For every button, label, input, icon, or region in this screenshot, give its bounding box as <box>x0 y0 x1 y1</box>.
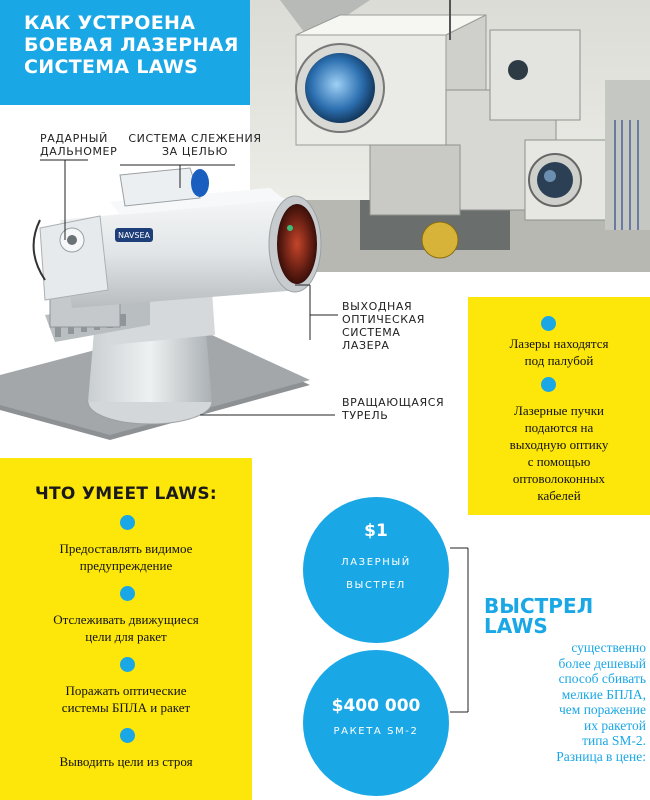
missile-price: $400 000 <box>331 696 421 716</box>
bullet-dot <box>120 515 135 530</box>
bullet-dot <box>120 657 135 672</box>
laws-device-illustration: NAVSEA <box>0 120 340 450</box>
page-title: КАК УСТРОЕНА БОЕВАЯ ЛАЗЕРНАЯ СИСТЕМА LAW… <box>24 12 239 78</box>
laser-shot-cost-circle: $1 ЛАЗЕРНЫЙ ВЫСТРЕЛ <box>303 497 449 643</box>
bullet-dot <box>541 377 556 392</box>
navsea-badge: NAVSEA <box>118 231 151 240</box>
capabilities-heading: ЧТО УМЕЕТ LAWS: <box>35 484 217 504</box>
ship-photo <box>250 0 650 272</box>
missile-cost-circle: $400 000 РАКЕТА SM-2 <box>303 650 449 796</box>
bullet-dot <box>120 728 135 743</box>
lasers-info-box <box>468 297 650 515</box>
bullet-dot <box>541 316 556 331</box>
bullet-dot <box>120 586 135 601</box>
laser-shot-price: $1 <box>364 521 388 541</box>
capability-item-4: Выводить цели из строя <box>59 754 193 769</box>
title-banner <box>0 0 258 105</box>
